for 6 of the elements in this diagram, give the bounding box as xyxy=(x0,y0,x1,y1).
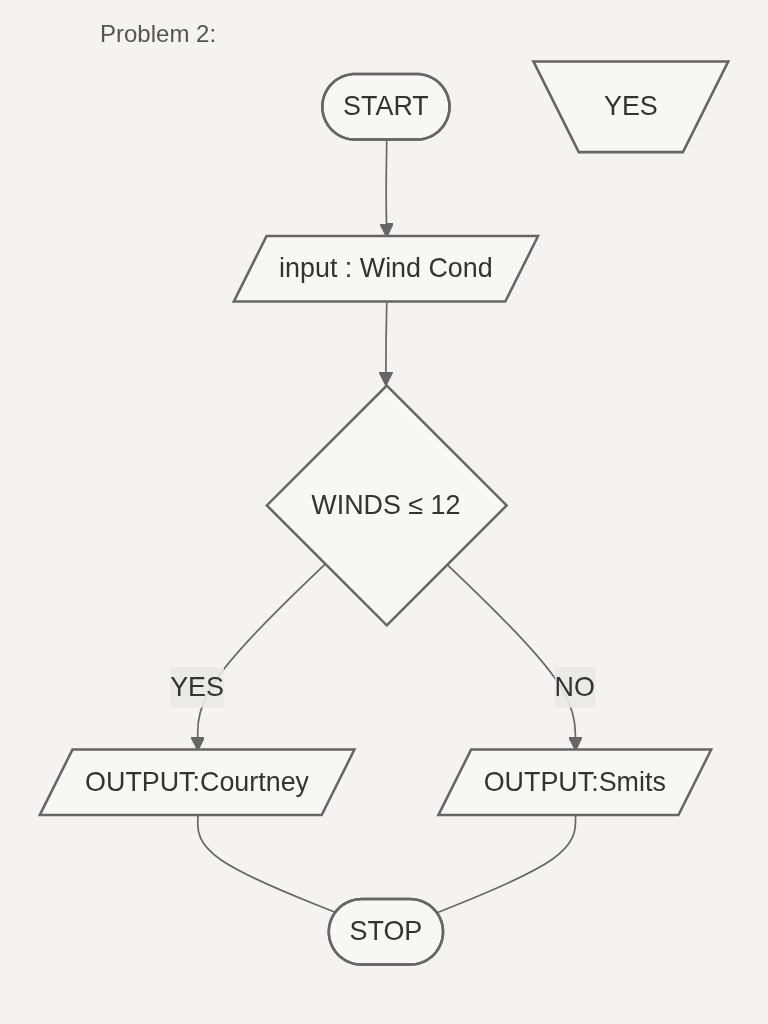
edge-label: NO xyxy=(554,672,595,701)
edge-label: YES xyxy=(170,672,224,701)
node-diamond: WINDS ≤ 12 xyxy=(265,383,509,628)
arrow xyxy=(378,301,394,387)
connector xyxy=(436,815,577,914)
diagram-title: Problem 2: xyxy=(100,20,218,48)
